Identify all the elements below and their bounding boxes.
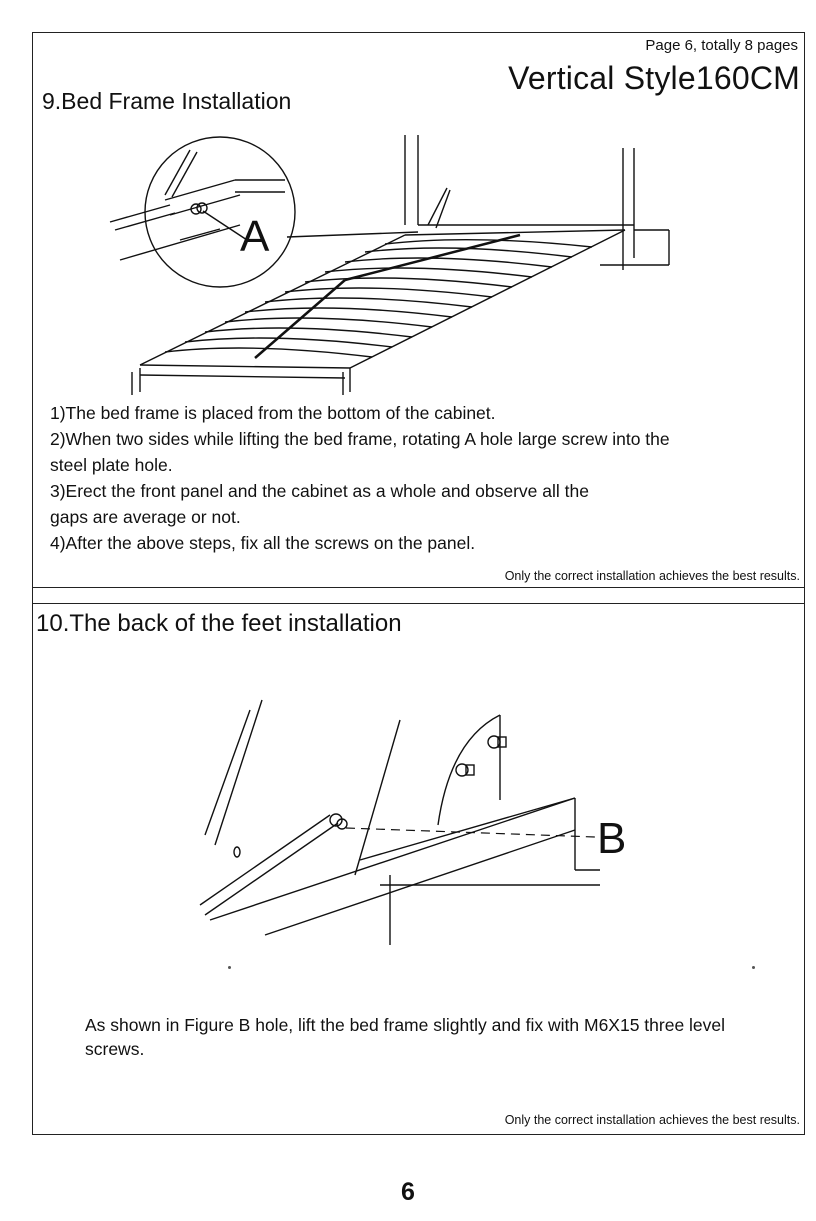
- step-line: steel plate hole.: [50, 455, 173, 475]
- bullet-mark: [228, 966, 231, 969]
- feet-installation-illustration: [199, 699, 600, 945]
- step-line: 1)The bed frame is placed from the botto…: [50, 403, 496, 423]
- section-9-title: 9.Bed Frame Installation: [42, 88, 292, 114]
- page-number: 6: [401, 1178, 415, 1206]
- page-frame: [32, 32, 805, 1135]
- section-10-title: 10.The back of the feet installation: [36, 610, 402, 637]
- section-9-note: Only the correct installation achieves t…: [504, 569, 800, 583]
- section-divider: [32, 587, 805, 588]
- figure-label-a: A: [240, 212, 270, 261]
- bullet-mark: [752, 966, 755, 969]
- section-divider: [32, 603, 805, 604]
- step-line: 3)Erect the front panel and the cabinet …: [50, 481, 589, 501]
- step-line: 4)After the above steps, fix all the scr…: [50, 533, 476, 553]
- section-10-caption: As shown in Figure B hole, lift the bed …: [85, 1015, 726, 1059]
- section-10-note: Only the correct installation achieves t…: [504, 1113, 800, 1127]
- style-title: Vertical Style160CM: [508, 60, 800, 96]
- figure-label-b: B: [597, 814, 627, 863]
- step-line: gaps are average or not.: [50, 507, 241, 527]
- bed-frame-illustration: [109, 135, 670, 395]
- section-9-steps: 1)The bed frame is placed from the botto…: [50, 400, 790, 556]
- page-info: Page 6, totally 8 pages: [645, 37, 798, 54]
- step-line: 2)When two sides while lifting the bed f…: [50, 429, 670, 449]
